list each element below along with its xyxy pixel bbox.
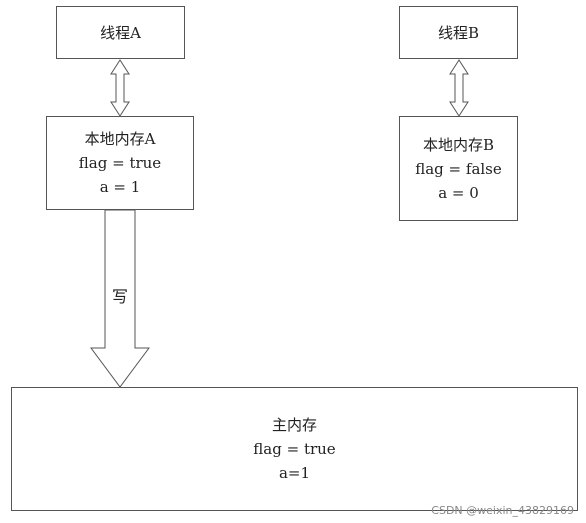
watermark: CSDN @weixin_43829169 — [431, 504, 574, 517]
local-memory-a-title: 本地内存A — [84, 130, 156, 148]
main-memory-value: a=1 — [278, 464, 311, 482]
write-arrow — [90, 209, 150, 388]
local-memory-a-box: 本地内存A flag = true a = 1 — [46, 116, 194, 210]
local-memory-b-value: a = 0 — [438, 183, 479, 202]
main-memory-box: 主内存 flag = true a=1 — [11, 387, 578, 511]
main-memory-title: 主内存 — [271, 416, 317, 434]
thread-b-label: 线程B — [437, 23, 480, 42]
local-memory-a-value: a = 1 — [99, 178, 141, 196]
double-arrow-thread-b — [449, 59, 469, 117]
local-memory-a-flag: flag = true — [78, 154, 162, 172]
thread-b-box: 线程B — [399, 6, 518, 59]
local-memory-b-box: 本地内存B flag = false a = 0 — [399, 116, 518, 221]
local-memory-b-title: 本地内存B — [422, 135, 495, 154]
thread-a-box: 线程A — [56, 6, 185, 59]
thread-a-label: 线程A — [100, 23, 141, 42]
main-memory-flag: flag = true — [253, 440, 336, 458]
double-arrow-thread-a — [110, 59, 130, 117]
local-memory-b-flag: flag = false — [415, 159, 502, 178]
write-arrow-label: 写 — [112, 287, 128, 306]
